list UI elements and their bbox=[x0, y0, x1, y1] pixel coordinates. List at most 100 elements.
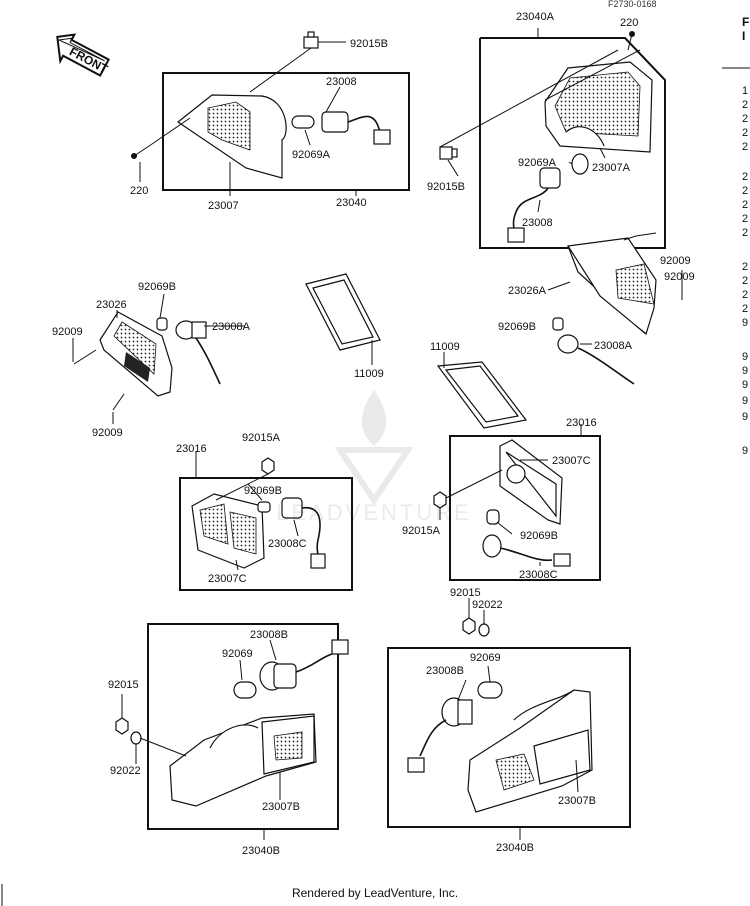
washer-92022-right bbox=[478, 623, 490, 637]
watermark-logo: LEADVENTURE bbox=[276, 390, 469, 525]
right-column-fragment: 2 bbox=[742, 113, 748, 125]
part-label-p-23040b-l: 23040B bbox=[242, 845, 280, 857]
part-label-p-23007b-r: 23007B bbox=[558, 795, 596, 807]
right-column-fragment: 9 bbox=[742, 317, 748, 329]
socket-23008-tr bbox=[507, 167, 561, 243]
nut-92015A-left bbox=[261, 457, 275, 475]
assembly-box-23016-right bbox=[449, 435, 601, 581]
assembly-box-23040B-right bbox=[387, 647, 631, 828]
gasket-11009-right bbox=[436, 361, 528, 429]
part-label-p-92069b-ml: 92069B bbox=[138, 281, 176, 293]
part-label-p-92015a-l: 92015A bbox=[242, 432, 281, 444]
right-column-fragment: 1 bbox=[742, 85, 748, 97]
assembly-box-23040A bbox=[479, 37, 666, 249]
right-column-fragment: 2 bbox=[742, 141, 748, 153]
part-label-p-92069a-tl: 92069A bbox=[292, 149, 331, 161]
nut-92015-right bbox=[462, 617, 476, 635]
bulb-92069-right bbox=[477, 681, 503, 699]
part-label-p-92015b-tl: 92015B bbox=[350, 38, 388, 50]
lamp-23007 bbox=[176, 94, 287, 179]
socket-23008A-ml bbox=[175, 320, 221, 385]
washer-92022-left bbox=[130, 731, 142, 745]
part-label-p-23007c-r: 23007C bbox=[552, 455, 591, 467]
part-label-p-92022-r: 92022 bbox=[472, 599, 503, 611]
lamp-23026A bbox=[567, 237, 657, 336]
socket-23008A-mr bbox=[557, 334, 635, 385]
part-label-p-23016-r: 23016 bbox=[566, 417, 597, 429]
bulb-92069B-mr bbox=[552, 317, 564, 331]
part-label-p-92015b-tr: 92015B bbox=[427, 181, 465, 193]
socket-23008B-right bbox=[407, 697, 473, 773]
screw-92009-ml1 bbox=[73, 349, 97, 365]
bulb-92069A-tr bbox=[571, 153, 589, 175]
right-column-fragment: 9 bbox=[742, 445, 748, 457]
part-label-p-23007b-l: 23007B bbox=[262, 801, 300, 813]
part-label-p-23007c-l: 23007C bbox=[208, 573, 247, 585]
nut-92015-left bbox=[115, 717, 129, 735]
lamp-23007B-right bbox=[467, 689, 593, 813]
right-column-fragment: 2 bbox=[742, 213, 748, 225]
right-column-fragment: 2 bbox=[742, 127, 748, 139]
bulb-92069A-tl bbox=[291, 115, 315, 129]
right-column-fragment: 2 bbox=[742, 171, 748, 183]
socket-23008C-right bbox=[482, 534, 571, 567]
right-column-fragment: 2 bbox=[742, 185, 748, 197]
part-label-p-92069b-mr: 92069B bbox=[498, 321, 536, 333]
part-label-p-23008b-r: 23008B bbox=[426, 665, 464, 677]
screw-220-tl bbox=[131, 143, 153, 159]
right-column-fragment: 9 bbox=[742, 411, 748, 423]
bulb-92069-left bbox=[233, 681, 257, 699]
part-label-p-92069-r: 92069 bbox=[470, 652, 501, 664]
part-label-p-23008a-mr: 23008A bbox=[594, 340, 633, 352]
part-label-p-92009-mr1: 92009 bbox=[660, 255, 691, 267]
bulb-92069B-br bbox=[486, 509, 500, 525]
socket-23008B-left bbox=[259, 639, 349, 691]
part-label-p-23008-tr: 23008 bbox=[522, 217, 553, 229]
part-label-p-23040a: 23040A bbox=[516, 11, 555, 23]
page-code: F2730-0168 bbox=[608, 0, 657, 9]
part-label-p-23007a: 23007A bbox=[592, 162, 631, 174]
part-label-p-23008b-l: 23008B bbox=[250, 629, 288, 641]
lamp-23026 bbox=[99, 311, 173, 397]
socket-23008-tl bbox=[321, 111, 391, 145]
right-column-fragment: 2 bbox=[742, 261, 748, 273]
right-column-fragment: 2 bbox=[742, 275, 748, 287]
right-column-fragment: 2 bbox=[742, 199, 748, 211]
right-column-fragment: 2 bbox=[742, 303, 748, 315]
socket-23008C-left bbox=[281, 497, 326, 569]
part-label-p-11009-r: 11009 bbox=[430, 341, 460, 353]
part-label-p-92009-ml1: 92009 bbox=[52, 326, 83, 338]
bulb-92069B-ml bbox=[156, 317, 168, 331]
part-label-p-92069b-br: 92069B bbox=[520, 530, 558, 542]
right-column-fragment: 2 bbox=[742, 289, 748, 301]
lamp-23007C-left bbox=[191, 493, 265, 569]
part-label-p-92069a-tr: 92069A bbox=[518, 157, 557, 169]
part-label-p-23016-l: 23016 bbox=[176, 443, 207, 455]
lamp-23007C-right bbox=[499, 439, 563, 525]
part-label-p-23007-tl: 23007 bbox=[208, 200, 239, 212]
screw-92009-ml2 bbox=[112, 393, 125, 411]
part-label-p-11009-c: 11009 bbox=[354, 368, 384, 380]
clip-92015B-tr bbox=[439, 146, 458, 160]
part-label-p-220-tr: 220 bbox=[620, 17, 638, 29]
clip-92015B-tl bbox=[303, 31, 319, 49]
part-label-p-92022-l: 92022 bbox=[110, 765, 141, 777]
part-label-p-23040-tl: 23040 bbox=[336, 197, 367, 209]
part-label-p-92009-mr2: 92009 bbox=[664, 271, 695, 283]
assembly-box-23040 bbox=[162, 72, 410, 191]
part-label-p-92015-r: 92015 bbox=[450, 587, 481, 599]
right-column-fragment: 9 bbox=[742, 395, 748, 407]
screw-220-tr bbox=[627, 31, 635, 51]
gasket-11009-center bbox=[305, 273, 381, 351]
part-label-p-92009-ml2: 92009 bbox=[92, 427, 123, 439]
part-label-p-23008-tl: 23008 bbox=[326, 76, 357, 88]
screw-92009-mr1 bbox=[623, 235, 637, 241]
right-column-fragment: I bbox=[742, 29, 745, 43]
part-label-p-220-tl: 220 bbox=[130, 185, 148, 197]
part-label-p-23008c-r: 23008C bbox=[519, 569, 558, 581]
assembly-box-23016-left bbox=[179, 477, 353, 591]
part-label-p-23040b-r: 23040B bbox=[496, 842, 534, 854]
lamp-23007B-left bbox=[169, 713, 317, 807]
part-label-p-23008a-ml: 23008A bbox=[212, 321, 251, 333]
